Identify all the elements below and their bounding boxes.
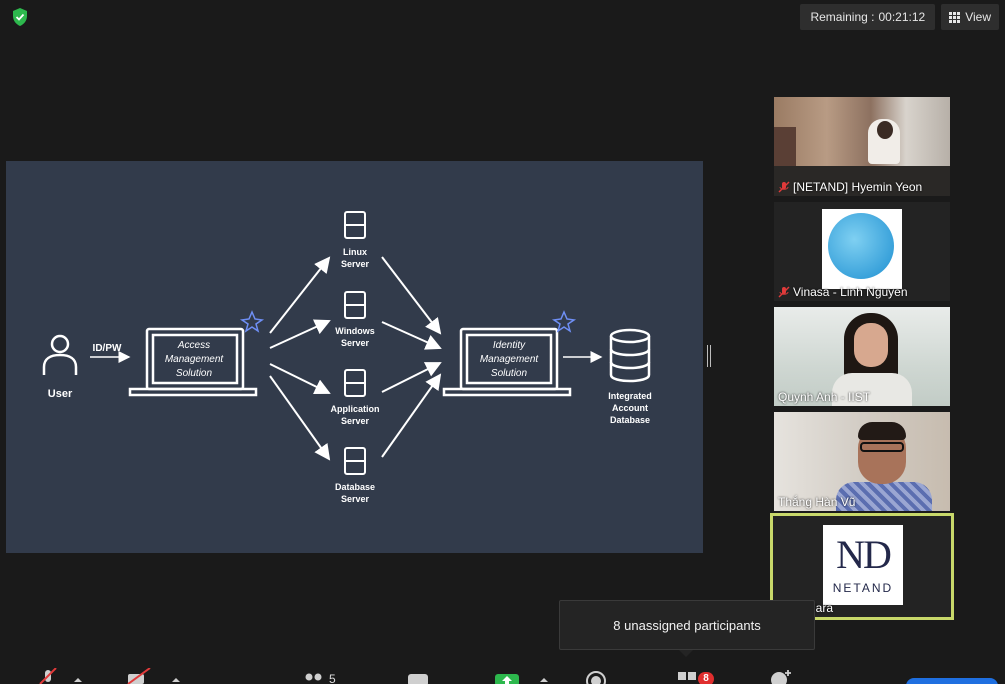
tooltip-arrow <box>679 650 693 657</box>
database-icon <box>609 328 651 383</box>
access-line-1: Access <box>177 340 210 351</box>
participant-tile[interactable]: Thắng Hàn Vũ <box>774 412 950 511</box>
database-line-1: Integrated <box>608 391 652 401</box>
server-database-line-1: Database <box>335 482 375 492</box>
database-line-2: Account <box>612 403 648 413</box>
credential-label: ID/PW <box>93 343 122 354</box>
netand-wordmark: NETAND <box>832 581 894 595</box>
participant-name-text: [NETAND] Hyemin Yeon <box>793 180 923 194</box>
server-windows-line-1: Windows <box>335 326 374 336</box>
muted-mic-icon <box>778 286 790 298</box>
windows-server-icon <box>344 291 366 319</box>
participant-name: Thắng Hàn Vũ <box>778 495 855 509</box>
remaining-time: 00:21:12 <box>878 10 926 24</box>
active-speaker-tile[interactable]: ND NETAND ND -Dilara <box>770 513 954 620</box>
participant-tile[interactable]: Quynh Anh - IIST <box>774 307 950 406</box>
database-line-3: Database <box>610 415 650 425</box>
end-meeting-button[interactable] <box>906 678 998 684</box>
participant-name-text: Quynh Anh - IIST <box>778 390 871 404</box>
access-line-2: Management <box>165 354 225 365</box>
access-star-icon <box>239 310 265 333</box>
record-icon[interactable] <box>585 670 607 684</box>
server-windows-line-2: Server <box>341 338 370 348</box>
access-laptop-icon <box>128 327 258 397</box>
chat-icon[interactable] <box>407 672 429 684</box>
video-feed <box>774 307 950 406</box>
panel-resize-handle[interactable] <box>707 345 711 367</box>
server-linux-line-2: Server <box>341 259 370 269</box>
application-server-icon <box>344 369 366 397</box>
participant-tile[interactable]: [NETAND] Hyemin Yeon <box>774 97 950 196</box>
view-label: View <box>965 10 991 24</box>
identity-line-2: Management <box>480 354 540 365</box>
video-feed <box>774 412 950 511</box>
identity-line-1: Identity <box>493 340 526 351</box>
breakout-rooms-icon[interactable] <box>677 670 699 684</box>
participant-name: [NETAND] Hyemin Yeon <box>778 180 922 194</box>
identity-line-3: Solution <box>491 368 528 379</box>
server-application-line-2: Server <box>341 416 370 426</box>
remaining-timer: Remaining : 00:21:12 <box>800 4 936 30</box>
server-database-line-2: Server <box>341 494 370 504</box>
access-to-server-arrows <box>269 256 331 461</box>
server-to-identity-arrows <box>381 256 442 458</box>
remaining-label: Remaining : <box>810 10 875 24</box>
shared-screen: User ID/PW Access Management Solution Li… <box>6 161 703 553</box>
participant-name-text: Vinasa - Linh Nguyen <box>793 285 908 299</box>
participant-tile[interactable]: Vinasa - Linh Nguyen <box>774 202 950 301</box>
video-options-caret-icon[interactable] <box>172 678 180 682</box>
video-feed <box>774 97 950 196</box>
user-icon <box>42 334 78 375</box>
audio-options-caret-icon[interactable] <box>74 678 82 682</box>
view-button[interactable]: View <box>941 4 999 30</box>
participants-icon[interactable] <box>303 672 325 684</box>
database-server-icon <box>344 447 366 475</box>
breakout-rooms-tooltip: 8 unassigned participants <box>559 600 815 650</box>
grid-view-icon <box>949 11 961 23</box>
access-line-3: Solution <box>176 368 213 379</box>
participant-name: Quynh Anh - IIST <box>778 390 870 404</box>
participant-name: Vinasa - Linh Nguyen <box>778 285 908 299</box>
netand-logo: ND NETAND <box>823 525 903 605</box>
identity-laptop-icon <box>442 327 572 397</box>
identity-star-icon <box>551 310 577 333</box>
reactions-icon[interactable] <box>769 668 793 684</box>
linux-server-icon <box>344 211 366 239</box>
top-right-controls: Remaining : 00:21:12 View <box>800 4 999 30</box>
participant-name-text: Thắng Hàn Vũ <box>778 495 856 509</box>
security-shield-icon[interactable] <box>10 7 30 27</box>
share-options-caret-icon[interactable] <box>540 678 548 682</box>
user-label: User <box>48 388 73 400</box>
breakout-rooms-badge: 8 <box>698 672 714 684</box>
nd-mark: ND <box>836 532 892 577</box>
server-linux-line-1: Linux <box>343 247 367 257</box>
server-application-line-1: Application <box>331 404 380 414</box>
stop-video-icon[interactable] <box>126 668 152 684</box>
profile-logo <box>822 209 902 289</box>
muted-mic-icon <box>778 181 790 193</box>
share-screen-icon[interactable] <box>495 672 519 684</box>
architecture-diagram: User ID/PW Access Management Solution Li… <box>42 211 652 504</box>
mute-mic-icon[interactable] <box>38 668 58 684</box>
participants-count: 5 <box>329 672 336 684</box>
